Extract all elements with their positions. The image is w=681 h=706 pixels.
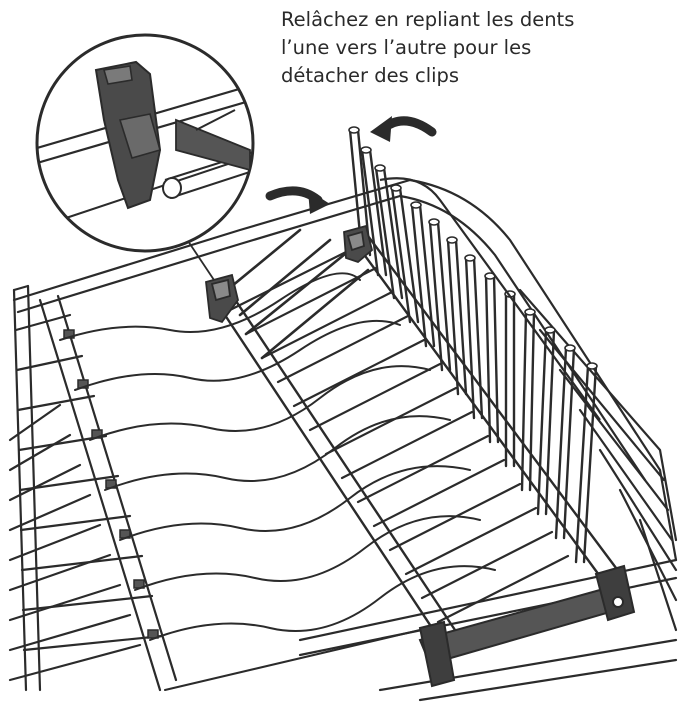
tine-caps [348, 126, 598, 370]
tine-row-crossbars [228, 243, 570, 624]
tines-upright [348, 128, 598, 564]
clip-top-left [205, 273, 239, 324]
tines-left [213, 228, 370, 360]
curved-arrow-right-icon [265, 186, 330, 214]
rack-left-wall [8, 178, 412, 692]
clip-bottom-bar [418, 564, 636, 688]
tine-row-top-rail [379, 177, 601, 421]
curved-arrow-left-icon [370, 116, 437, 142]
instruction-caption: Relâchez en repliant les dents l’une ver… [281, 6, 676, 90]
instruction-line-2: l’une vers l’autre pour les [281, 36, 532, 59]
zoom-connector-line [185, 237, 215, 281]
left-wall-clips [63, 329, 159, 639]
instruction-line-1: Relâchez en repliant les dents [281, 8, 575, 31]
clip-top-right [343, 224, 374, 264]
zoom-circle-icon [35, 33, 255, 253]
instruction-line-3: détacher des clips [281, 64, 460, 87]
